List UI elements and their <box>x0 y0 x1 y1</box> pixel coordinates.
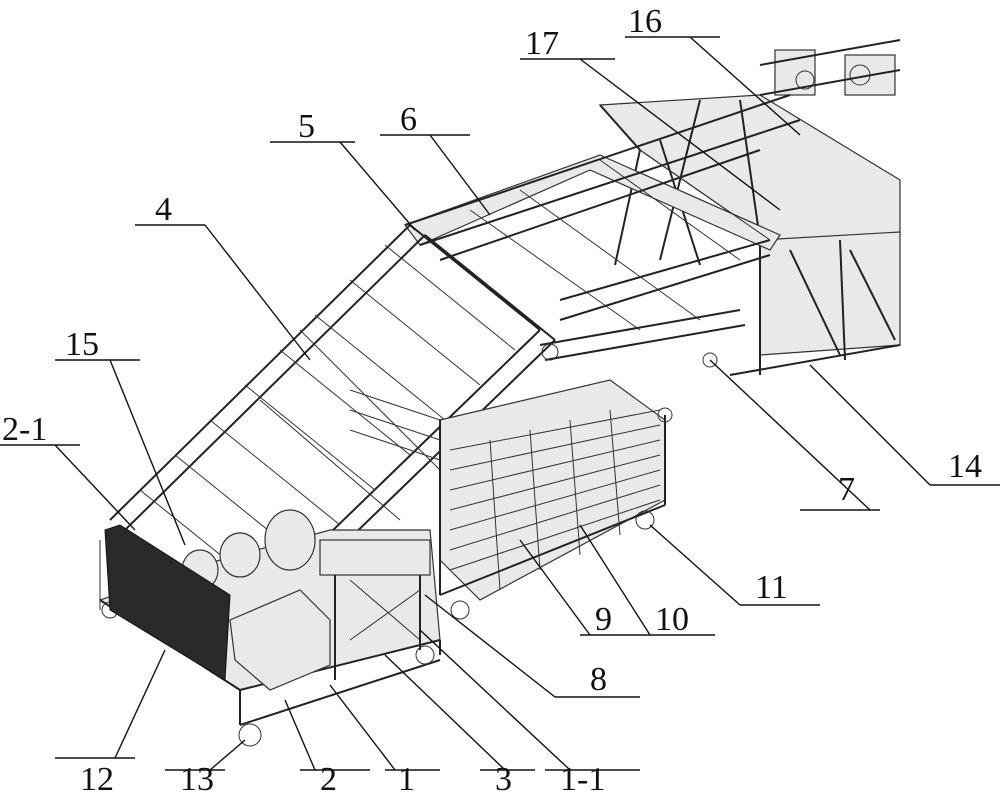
callout-9: 9 <box>595 601 612 638</box>
callout-12: 12 <box>80 761 114 793</box>
callout-13: 13 <box>180 761 214 793</box>
leader-lines <box>0 36 1000 771</box>
callout-3: 3 <box>495 761 512 793</box>
callout-16: 16 <box>628 3 662 40</box>
linkage <box>539 309 746 368</box>
callout-8: 8 <box>590 661 607 698</box>
callout-6: 6 <box>400 101 417 138</box>
callout-17: 17 <box>525 25 559 62</box>
racks <box>349 379 673 620</box>
front-grille <box>99 524 231 681</box>
machine-drawing <box>98 39 901 747</box>
callout-4: 4 <box>155 191 172 228</box>
callout-7: 7 <box>838 471 855 508</box>
callout-2: 2 <box>320 761 337 793</box>
callout-10: 10 <box>655 601 689 638</box>
callout-15: 15 <box>65 326 99 363</box>
callout-11: 11 <box>755 569 788 606</box>
callout-1: 1 <box>398 761 415 793</box>
callout-2-1: 2-1 <box>2 411 47 448</box>
callout-labels: 16 17 5 6 4 15 2-1 7 14 11 9 10 8 12 13 … <box>2 3 982 793</box>
callout-5: 5 <box>298 108 315 145</box>
callout-14: 14 <box>948 448 982 485</box>
callout-1-1: 1-1 <box>560 761 605 793</box>
